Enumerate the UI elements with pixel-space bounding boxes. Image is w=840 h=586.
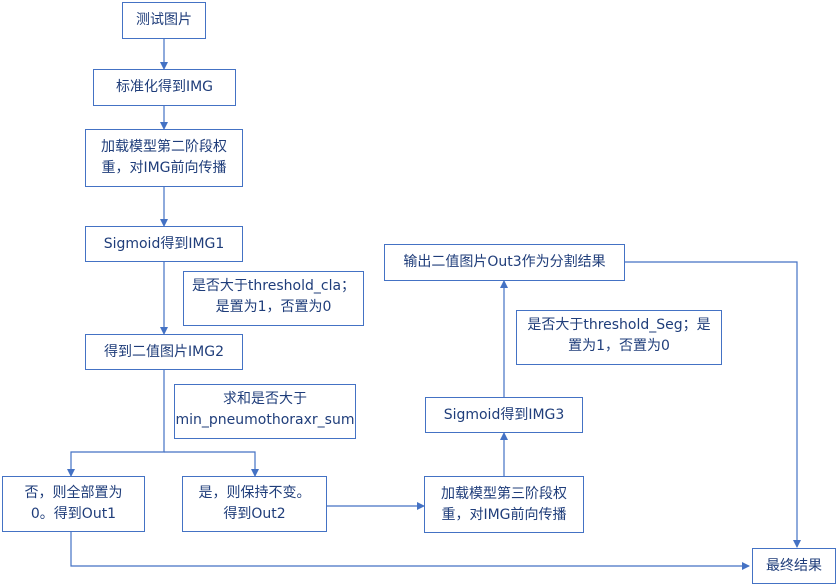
note-sum-check-line1: 求和是否大于: [223, 391, 307, 407]
node-test-image-label: 测试图片: [136, 12, 192, 28]
node-final-label: 最终结果: [766, 557, 822, 574]
node-sigmoid3: Sigmoid得到IMG3: [425, 397, 583, 433]
node-yes-branch-line2: 得到Out2: [223, 506, 286, 522]
arrow-output-to-final: [625, 261, 801, 548]
node-normalize-label: 标准化得到IMG: [115, 79, 214, 95]
node-sigmoid1-label: Sigmoid得到IMG1: [103, 235, 225, 252]
node-load-stage2-line2: 重，对IMG前向传播: [101, 160, 227, 176]
node-binary2-label: 得到二值图片IMG2: [104, 343, 224, 360]
note-threshold-cla-line2: 是置为1，否置为0: [215, 299, 332, 315]
node-no-branch-line2: 0。得到Out1: [30, 506, 117, 522]
node-sigmoid3-label: Sigmoid得到IMG3: [443, 406, 565, 423]
arrow-binary2-to-yes: [164, 451, 259, 477]
arrow-binary2-to-no: [67, 370, 165, 477]
node-output: 输出二值图片Out3作为分割结果: [384, 244, 625, 281]
node-test-image: 测试图片: [122, 2, 206, 39]
node-normalize: 标准化得到IMG: [93, 69, 236, 106]
node-load-stage3: 加载模型第三阶段权 重，对IMG前向传播: [424, 476, 584, 533]
note-sum-check-line2: min_pneumothoraxr_sum: [175, 412, 355, 428]
node-no-branch: 否，则全部置为 0。得到Out1: [2, 476, 145, 532]
node-yes-branch-line1: 是，则保持不变。: [198, 485, 311, 501]
note-threshold-seg: 是否大于threshold_Seg；是 置为1，否置为0: [516, 310, 722, 365]
note-threshold-cla-line1: 是否大于threshold_cla；: [191, 278, 356, 294]
node-load-stage3-line1: 加载模型第三阶段权: [441, 485, 567, 502]
node-load-stage3-line2: 重，对IMG前向传播: [441, 506, 567, 523]
note-threshold-seg-line2: 置为1，否置为0: [568, 338, 670, 354]
node-yes-branch: 是，则保持不变。 得到Out2: [182, 476, 327, 532]
node-output-label: 输出二值图片Out3作为分割结果: [403, 254, 606, 270]
arrow-no-to-final: [70, 532, 750, 570]
node-final: 最终结果: [752, 548, 836, 584]
note-threshold-seg-line1: 是否大于threshold_Seg；是: [527, 317, 711, 333]
node-sigmoid1: Sigmoid得到IMG1: [85, 226, 243, 262]
node-no-branch-line1: 否，则全部置为: [24, 485, 123, 501]
node-load-stage2: 加载模型第二阶段权 重，对IMG前向传播: [85, 129, 243, 187]
note-threshold-cla: 是否大于threshold_cla； 是置为1，否置为0: [183, 271, 364, 326]
note-sum-check: 求和是否大于 min_pneumothoraxr_sum: [174, 384, 356, 439]
node-binary2: 得到二值图片IMG2: [85, 334, 243, 370]
node-load-stage2-line1: 加载模型第二阶段权: [101, 139, 227, 155]
